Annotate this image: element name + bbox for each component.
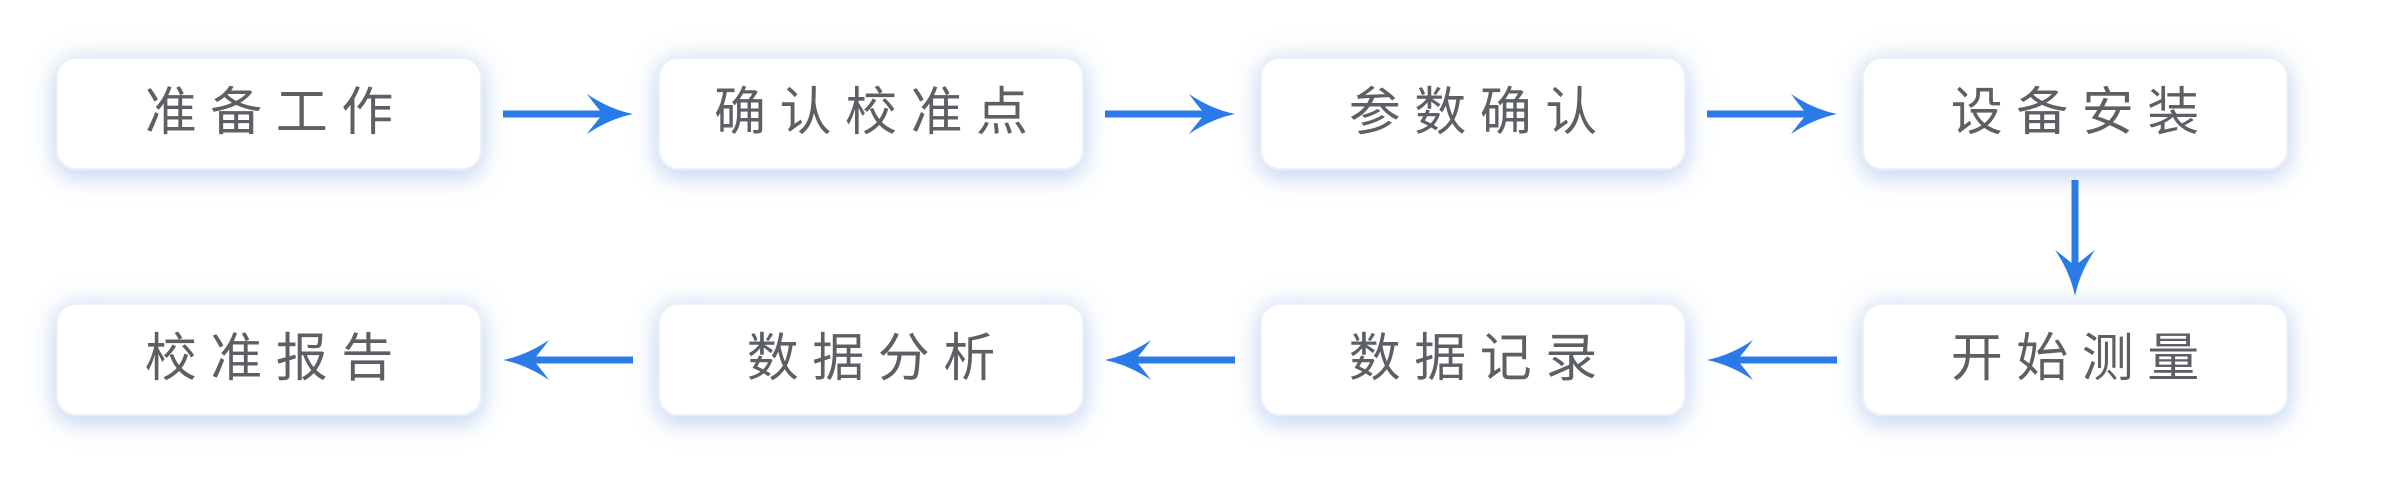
flow-node-confirm-calibration-points: 确认校准点 xyxy=(658,57,1084,170)
flow-node-label: 准备工作 xyxy=(144,84,407,142)
flow-node-data-recording: 数据记录 xyxy=(1260,303,1686,416)
flow-node-data-analysis: 数据分析 xyxy=(658,303,1084,416)
flow-node-equipment-installation: 设备安装 xyxy=(1862,57,2288,170)
flow-node-label: 数据记录 xyxy=(1348,330,1611,388)
flow-node-label: 确认校准点 xyxy=(713,84,1042,142)
flow-arrow-right-2 xyxy=(1707,94,1837,134)
flow-node-start-measurement: 开始测量 xyxy=(1862,303,2288,416)
flow-node-calibration-report: 校准报告 xyxy=(56,303,482,416)
flow-arrow-left-5 xyxy=(1105,340,1235,380)
flow-arrow-left-6 xyxy=(503,340,633,380)
flow-node-parameter-confirmation: 参数确认 xyxy=(1260,57,1686,170)
flow-arrow-right-0 xyxy=(503,94,633,134)
flow-node-label: 数据分析 xyxy=(746,330,1009,388)
flow-node-label: 开始测量 xyxy=(1950,330,2213,388)
flow-node-label: 参数确认 xyxy=(1348,84,1611,142)
flow-node-label: 设备安装 xyxy=(1950,84,2213,142)
flow-arrow-down-3 xyxy=(2055,180,2095,296)
flow-arrow-left-4 xyxy=(1707,340,1837,380)
flow-arrow-right-1 xyxy=(1105,94,1235,134)
flow-node-label: 校准报告 xyxy=(144,330,407,388)
flow-node-preparation: 准备工作 xyxy=(56,57,482,170)
